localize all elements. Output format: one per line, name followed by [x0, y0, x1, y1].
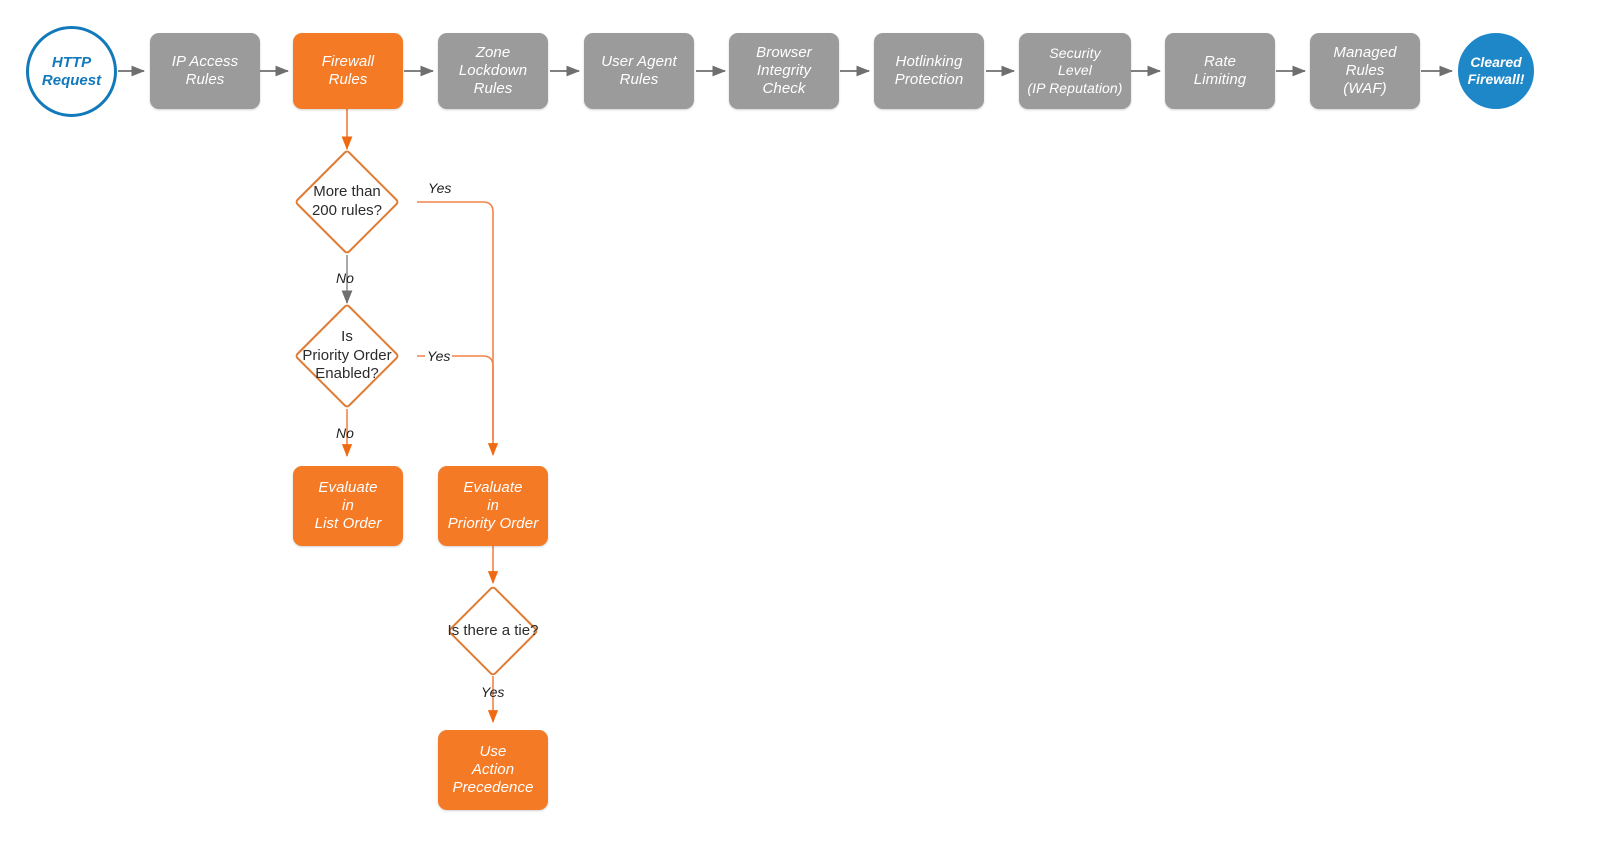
decision-label: Is there a tie?	[447, 621, 539, 639]
step-ip-access-rules[interactable]: IP Access Rules	[150, 33, 260, 109]
step-label: Zone Lockdown Rules	[458, 43, 528, 98]
end-node-cleared-firewall[interactable]: Cleared Firewall!	[1458, 33, 1534, 109]
step-label: Browser Integrity Check	[756, 43, 812, 98]
step-label: Managed Rules (WAF)	[1333, 43, 1397, 98]
outcome-evaluate-in-list-order[interactable]: Evaluate in List Order	[293, 466, 403, 546]
step-user-agent-rules[interactable]: User Agent Rules	[584, 33, 694, 109]
edge-label-rulecount-no: No	[336, 270, 354, 286]
decision-label: More than 200 rules?	[311, 183, 383, 219]
outcome-label: Use Action Precedence	[452, 742, 534, 797]
decision-is-there-a-tie[interactable]: Is there a tie?	[425, 585, 561, 677]
decision-is-priority-order-enabled[interactable]: Is Priority Order Enabled?	[277, 302, 417, 410]
step-label: Firewall Rules	[321, 52, 375, 88]
step-label: IP Access Rules	[171, 52, 239, 88]
edge-priority-yes-to-priority-order	[417, 355, 494, 440]
step-browser-integrity-check[interactable]: Browser Integrity Check	[729, 33, 839, 109]
edge-rulecount-yes-to-priority-order	[417, 201, 499, 456]
step-firewall-rules[interactable]: Firewall Rules	[293, 33, 403, 109]
start-node-http-request[interactable]: HTTP Request	[26, 26, 117, 117]
step-managed-rules-waf[interactable]: Managed Rules (WAF)	[1310, 33, 1420, 109]
end-node-label: Cleared Firewall!	[1467, 54, 1525, 87]
decision-more-than-200-rules[interactable]: More than 200 rules?	[277, 148, 417, 256]
step-zone-lockdown-rules[interactable]: Zone Lockdown Rules	[438, 33, 548, 109]
step-security-level[interactable]: Security Level (IP Reputation)	[1019, 33, 1131, 109]
step-label: Security Level (IP Reputation)	[1027, 45, 1123, 96]
edge-label-priority-yes: Yes	[425, 348, 453, 364]
edge-label-priority-no: No	[336, 425, 354, 441]
step-label: User Agent Rules	[601, 52, 677, 88]
outcome-label: Evaluate in Priority Order	[447, 478, 539, 533]
edge-label-rulecount-yes: Yes	[428, 180, 452, 196]
decision-label: Is Priority Order Enabled?	[302, 327, 392, 383]
start-node-label: HTTP Request	[41, 53, 102, 89]
edge-label-tie-yes: Yes	[481, 684, 505, 700]
step-label: Rate Limiting	[1193, 52, 1247, 88]
step-rate-limiting[interactable]: Rate Limiting	[1165, 33, 1275, 109]
outcome-use-action-precedence[interactable]: Use Action Precedence	[438, 730, 548, 810]
outcome-evaluate-in-priority-order[interactable]: Evaluate in Priority Order	[438, 466, 548, 546]
step-hotlinking-protection[interactable]: Hotlinking Protection	[874, 33, 984, 109]
outcome-label: Evaluate in List Order	[314, 478, 382, 533]
step-label: Hotlinking Protection	[894, 52, 964, 88]
